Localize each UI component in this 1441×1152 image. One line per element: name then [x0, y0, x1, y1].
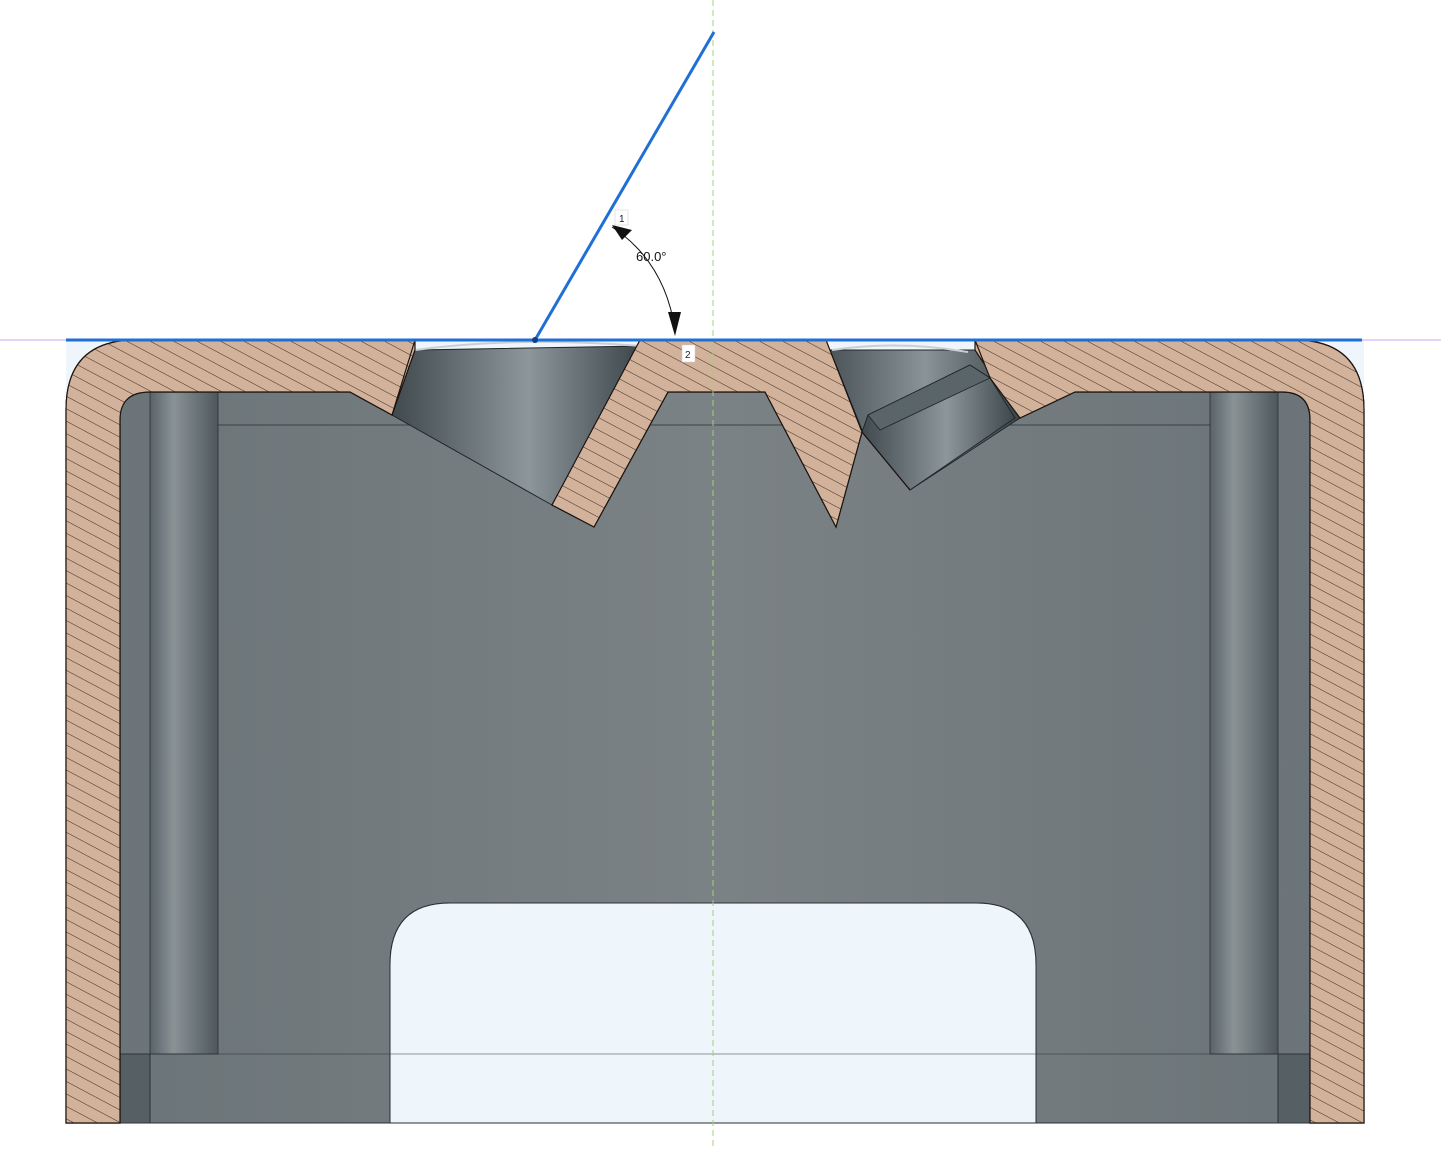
center-hatch-tooth: [551, 339, 863, 529]
angle-arrow-top: [612, 225, 632, 240]
sketch-point[interactable]: [532, 337, 538, 343]
dimension-marker-2[interactable]: [681, 344, 696, 363]
dimension-marker-1[interactable]: [614, 209, 629, 226]
sketch-angled-line[interactable]: [533, 31, 716, 341]
angle-arrow-bottom: [668, 312, 681, 336]
left-rib: [149, 391, 219, 1055]
dimension-marker-1-label: 1: [619, 214, 625, 225]
angle-dimension-value[interactable]: 60.0°: [636, 249, 667, 264]
right-rib: [1209, 391, 1279, 1055]
angle-dimension-arc[interactable]: [611, 226, 676, 331]
left-rib-foot: [119, 1053, 151, 1124]
right-rib-foot: [1277, 1053, 1311, 1124]
right-wall-hatch: [974, 339, 1365, 1124]
bore-rim: [414, 340, 641, 351]
bore-rim: [831, 344, 969, 353]
dimension-marker-2-label: 2: [685, 350, 691, 361]
